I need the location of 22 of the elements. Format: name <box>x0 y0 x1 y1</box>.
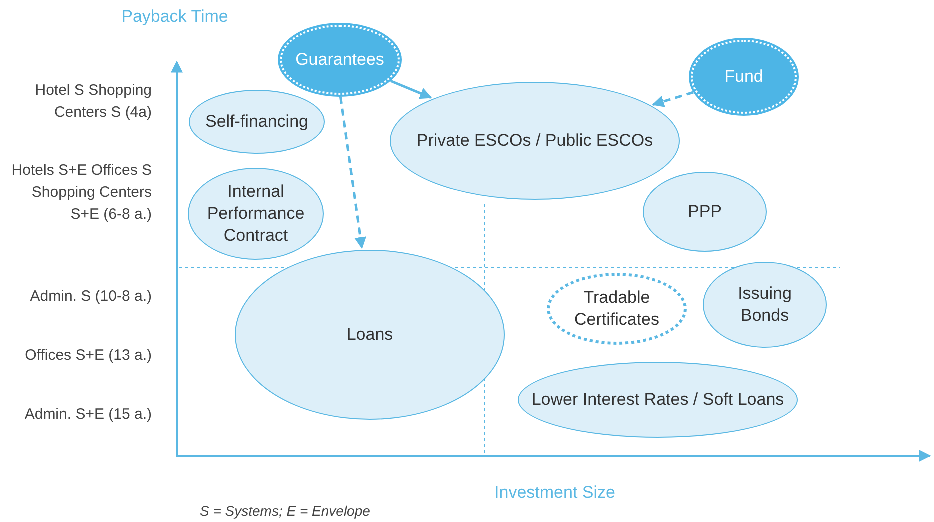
node-label: Loans <box>346 324 394 346</box>
arrow <box>390 80 432 100</box>
node-label: Tradable Certificates <box>573 287 661 331</box>
axis-title: Payback Time <box>120 6 230 28</box>
node-label: Internal Performance Contract <box>206 181 306 247</box>
node-label: Guarantees <box>294 49 386 71</box>
axis-category-label: Hotel S Shopping Centers S (4a) <box>34 81 152 123</box>
node-label: Issuing Bonds <box>737 283 793 327</box>
node-label: Lower Interest Rates / Soft Loans <box>530 389 786 411</box>
node-label: PPP <box>686 201 724 223</box>
axis-title: Investment Size <box>494 482 616 504</box>
arrow <box>339 96 367 250</box>
node-label: Fund <box>724 66 764 88</box>
axis-category-label: Admin. S+E (15 a.) <box>24 405 152 425</box>
arrow <box>652 91 694 108</box>
ellipse-node <box>280 25 400 95</box>
axis-category-label: Hotels S+E Offices S Shopping Centers S+E (6-8 a.) <box>10 161 152 225</box>
node-label: Private ESCOs / Public ESCOs <box>416 130 654 152</box>
axis-category-label: Admin. S (10-8 a.) <box>29 287 152 307</box>
footnote: S = Systems; E = Envelope <box>200 502 372 521</box>
node-label: Self-financing <box>204 111 310 133</box>
axis-category-label: Offices S+E (13 a.) <box>24 346 152 366</box>
